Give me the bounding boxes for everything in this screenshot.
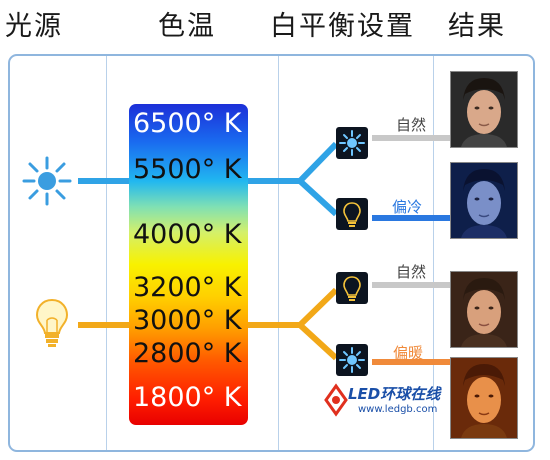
header-result: 结果 [448,11,506,42]
column-divider [106,56,107,450]
label-cool: 偏冷 [392,198,423,216]
wb-daylight-setting [336,127,368,159]
temp-6500: 6500° K [133,108,242,139]
label-warm: 偏暖 [393,344,424,362]
result-photo-cool [450,162,518,239]
diagram-panel [8,54,535,452]
logo-name: LED环球在线 [348,385,441,403]
lightbulb-icon [343,202,361,227]
ledgb-logo-icon [324,383,348,417]
temp-2800: 2800° K [133,338,242,369]
color-temperature-bar [129,104,248,425]
header-light-source: 光源 [5,11,63,42]
temp-5500: 5500° K [133,154,242,185]
temp-3200: 3200° K [133,272,242,303]
temp-1800: 1800° K [133,382,242,413]
temp-3000: 3000° K [133,305,242,336]
label-natural: 自然 [396,263,427,281]
lightbulb-icon [35,298,69,347]
header-color-temp: 色温 [158,11,216,42]
logo-url: www.ledgb.com [358,404,438,415]
header-white-balance: 白平衡设置 [270,11,415,42]
sun-icon [22,156,72,206]
sun-icon [339,130,365,156]
label-natural: 自然 [396,116,427,134]
wb-daylight-setting [336,344,368,376]
wb-tungsten-setting [336,198,368,230]
temp-4000: 4000° K [133,219,242,250]
column-divider [278,56,279,450]
sun-icon [339,347,365,373]
result-photo-warm [450,357,518,439]
column-divider [433,56,434,450]
result-photo-natural [450,271,518,348]
lightbulb-icon [343,276,361,301]
result-photo-natural [450,71,518,148]
wb-tungsten-setting [336,272,368,304]
